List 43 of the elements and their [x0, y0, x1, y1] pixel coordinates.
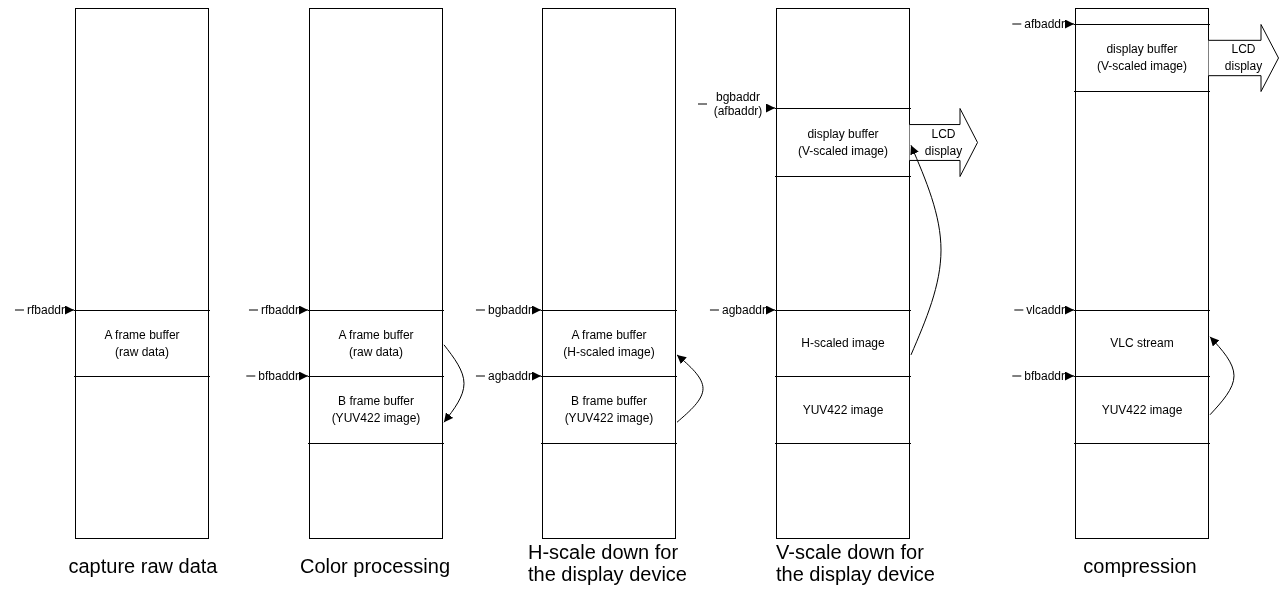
region-label: B frame buffer (YUV422 image): [330, 393, 422, 427]
region-label: display buffer (V-scaled image): [1095, 41, 1189, 75]
pointer-arrow: [299, 371, 309, 381]
pointer-arrow: [1065, 371, 1075, 381]
curved-arrow: [443, 344, 465, 423]
region-label: VLC stream: [1109, 335, 1175, 352]
buffer-region: [74, 310, 210, 377]
region-label: A frame buffer (H-scaled image): [562, 326, 656, 361]
address-label: afbaddr: [1024, 17, 1065, 31]
pointer-arrow: [1065, 305, 1075, 315]
address-label: bfbaddr: [1024, 369, 1065, 383]
address-label: rfbaddr: [260, 303, 299, 317]
curved-arrow: [910, 144, 942, 356]
address-label: bfbaddr: [258, 369, 299, 383]
output-label: LCD display: [923, 125, 964, 160]
address-label: vlcaddr: [1026, 303, 1065, 317]
output-label: LCD display: [1223, 41, 1264, 75]
address-label: rfbaddr: [26, 303, 65, 317]
address-label: agbaddr: [487, 369, 532, 383]
pointer-arrow: [766, 305, 776, 315]
region-label: B frame buffer (YUV422 image): [563, 393, 655, 427]
pointer-arrow: [532, 305, 542, 315]
curved-arrow: [676, 354, 704, 423]
stage-caption: Color processing: [298, 555, 452, 577]
region-label: H-scaled image: [800, 335, 886, 352]
region-label: YUV422 image: [1100, 401, 1184, 419]
address-label: agbaddr: [721, 303, 766, 317]
stage-caption: V-scale down for the display device: [776, 541, 936, 585]
pointer-arrow: [1065, 19, 1075, 29]
region-label: YUV422 image: [801, 401, 885, 419]
region-label: A frame buffer (raw data): [103, 326, 181, 361]
stage-caption: capture raw data: [67, 555, 219, 577]
pointer-arrow: [766, 103, 776, 113]
region-label: display buffer (V-scaled image): [796, 125, 890, 160]
pointer-arrow: [65, 305, 75, 315]
address-label: bgbaddr: [487, 303, 532, 317]
stage-caption: compression: [1082, 555, 1198, 577]
pointer-arrow: [299, 305, 309, 315]
pointer-arrow: [532, 371, 542, 381]
stage-caption: H-scale down for the display device: [528, 541, 688, 585]
curved-arrow: [1209, 336, 1235, 416]
address-label: bgbaddr (afbaddr): [712, 90, 764, 118]
region-label: A frame buffer (raw data): [337, 326, 415, 361]
